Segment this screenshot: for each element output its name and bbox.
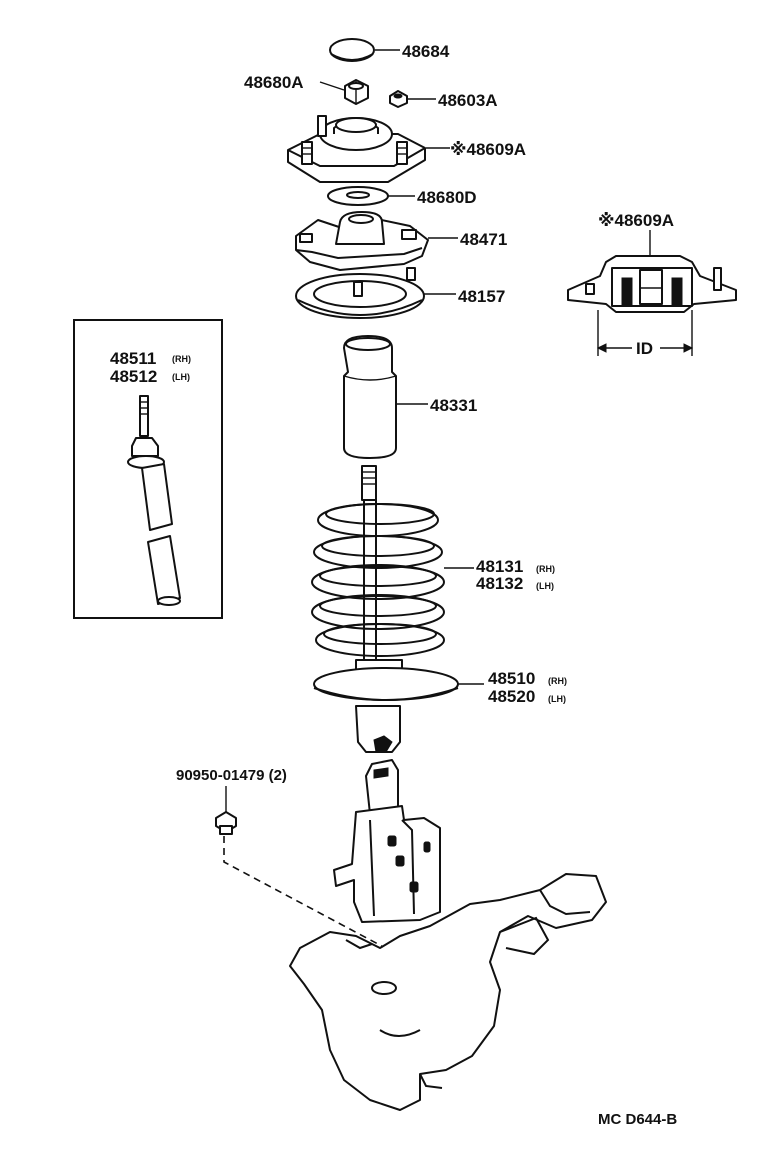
diagram-code: MC D644-B: [598, 1111, 677, 1128]
leader-48680A: [319, 81, 345, 91]
label-48609A: ※48609A: [450, 140, 526, 159]
label-48520: 48520: [488, 687, 535, 706]
dust-cap-part: [329, 38, 375, 62]
spring-insulator-part: [295, 267, 425, 319]
label-48331: 48331: [430, 396, 477, 415]
strut-bracket-part: [333, 759, 441, 923]
upper-spring-seat-part: [295, 211, 429, 271]
steering-knuckle-part: [289, 873, 607, 1111]
detail-label: ※48609A: [598, 211, 674, 230]
label-48511: 48511: [110, 349, 156, 368]
suffix-48510: (RH): [548, 676, 567, 686]
washer-part: [327, 186, 389, 206]
upper-nut-part: [344, 79, 369, 105]
coil-spring-part: [311, 503, 445, 657]
label-48131: 48131: [476, 557, 523, 576]
label-48512: 48512: [110, 367, 157, 386]
label-48132: 48132: [476, 574, 523, 593]
strut-support-part: [287, 115, 426, 183]
label-48510: 48510: [488, 669, 535, 688]
label-48680A: 48680A: [244, 73, 304, 92]
bolt-part: [215, 811, 237, 835]
strut-body-part: [313, 659, 459, 753]
dimension-label: ID: [636, 339, 653, 358]
suffix-48512: (LH): [172, 372, 190, 382]
suffix-48131: (RH): [536, 564, 555, 574]
label-48471: 48471: [460, 230, 507, 249]
small-nut-part: [389, 90, 408, 108]
label-48157: 48157: [458, 287, 505, 306]
support-detail-view: ※48609A ID: [567, 211, 737, 358]
suffix-48520: (LH): [548, 694, 566, 704]
bump-stopper-part: [343, 335, 397, 459]
label-bolt: 90950-01479 (2): [176, 767, 287, 784]
suffix-48132: (LH): [536, 581, 554, 591]
piston-rod: [361, 465, 377, 661]
suffix-48511: (RH): [172, 354, 191, 364]
label-48684: 48684: [402, 42, 450, 61]
label-48680D: 48680D: [417, 188, 477, 207]
label-48603A: 48603A: [438, 91, 498, 110]
cartridge-inset-box: 48511 (RH) 48512 (LH): [73, 319, 223, 619]
shock-cartridge-part: [127, 395, 181, 606]
